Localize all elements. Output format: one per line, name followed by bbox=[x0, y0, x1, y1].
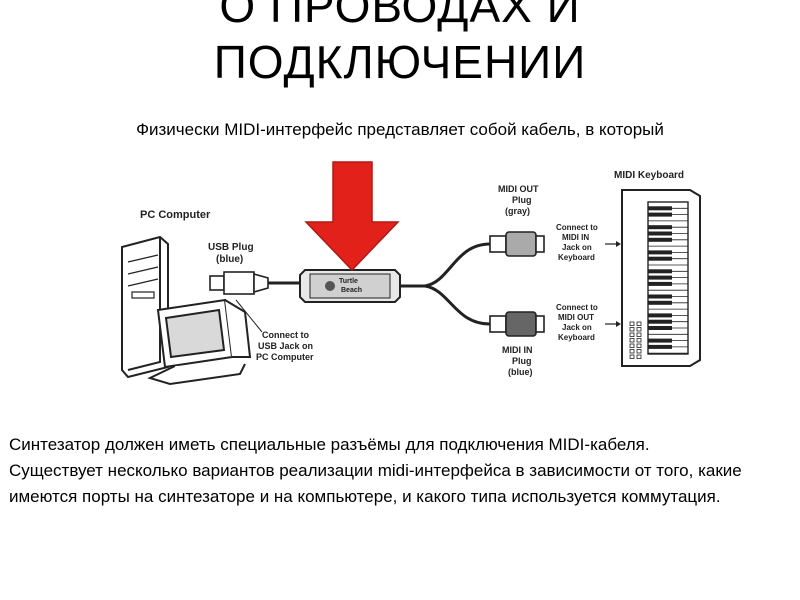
body-text: Синтезатор должен иметь специальные разъ… bbox=[9, 432, 794, 510]
pc-computer-label: PC Computer bbox=[140, 209, 211, 221]
black-key bbox=[648, 237, 672, 242]
usb-connect-label-1: Connect to bbox=[262, 330, 309, 340]
midi-keyboard-label: MIDI Keyboard bbox=[614, 170, 684, 181]
black-key bbox=[648, 275, 672, 280]
black-key bbox=[648, 212, 672, 217]
usb-connect-label-3: PC Computer bbox=[256, 352, 314, 362]
midi-in-plug-label-1: MIDI IN bbox=[502, 345, 533, 355]
keyboard-panel-button bbox=[629, 327, 635, 332]
keyboard-panel-button bbox=[636, 354, 642, 359]
black-key bbox=[648, 250, 672, 255]
usb-plug-label: USB Plug bbox=[208, 242, 254, 253]
midi-interface-box bbox=[299, 269, 401, 303]
midi-out-pointer-head-icon bbox=[616, 321, 621, 327]
keyboard-panel-button bbox=[636, 349, 642, 354]
midi-in-plug-label-3: (blue) bbox=[508, 367, 533, 377]
interface-brand-line-1: Turtle bbox=[339, 278, 358, 285]
black-key bbox=[648, 281, 672, 286]
black-key bbox=[648, 256, 672, 261]
black-key bbox=[648, 344, 672, 349]
connect-midi-in-label-2: MIDI IN bbox=[562, 233, 589, 242]
pc-tower-icon bbox=[121, 235, 169, 379]
slide-title-line-2: ПОДКЛЮЧЕНИИ bbox=[213, 36, 587, 88]
keyboard-panel-button bbox=[629, 354, 635, 359]
black-key bbox=[648, 231, 672, 236]
midi-out-plug-icon bbox=[489, 231, 545, 257]
connect-midi-in-label-4: Keyboard bbox=[558, 253, 595, 262]
keyboard-panel-button bbox=[629, 332, 635, 337]
connect-midi-in-label-3: Jack on bbox=[562, 243, 592, 252]
connect-midi-out-label-2: MIDI OUT bbox=[558, 313, 594, 322]
keyboard-panel-button bbox=[629, 338, 635, 343]
midi-out-plug-label-3: (gray) bbox=[505, 206, 530, 216]
midi-in-cable bbox=[424, 284, 491, 326]
usb-plug-icon bbox=[209, 271, 269, 295]
midi-in-pointer-head-icon bbox=[616, 241, 621, 247]
connect-midi-out-label-1: Connect to bbox=[556, 303, 598, 312]
keyboard-panel-button bbox=[636, 338, 642, 343]
usb-pointer-line bbox=[235, 299, 263, 333]
black-key bbox=[648, 319, 672, 324]
body-paragraph-2: Существует несколько вариантов реализаци… bbox=[9, 461, 742, 506]
midi-in-plug-label-2: Plug bbox=[512, 356, 532, 366]
connect-midi-out-label-4: Keyboard bbox=[558, 333, 595, 342]
black-key bbox=[648, 338, 672, 343]
black-key bbox=[648, 300, 672, 305]
keyboard-panel-button bbox=[636, 321, 642, 326]
black-key bbox=[648, 225, 672, 230]
keyboard-panel-button bbox=[636, 327, 642, 332]
black-key bbox=[648, 206, 672, 211]
black-key bbox=[648, 313, 672, 318]
interface-brand-line-2: Beach bbox=[341, 287, 362, 294]
slide-title-line-1: О ПРОВОДАХ И bbox=[219, 0, 581, 32]
connect-midi-in-label-1: Connect to bbox=[556, 223, 598, 232]
pc-monitor-icon bbox=[147, 298, 252, 386]
keyboard-panel-button bbox=[629, 349, 635, 354]
black-key bbox=[648, 326, 672, 330]
midi-out-cable bbox=[424, 242, 491, 288]
midi-out-plug-label-1: MIDI OUT bbox=[498, 184, 539, 194]
midi-in-plug-icon bbox=[489, 311, 545, 337]
midi-keyboard-icon bbox=[621, 189, 701, 367]
keyboard-panel-button bbox=[629, 343, 635, 348]
lead-text-line-1: Физически MIDI-интерфейс представляет со… bbox=[136, 120, 664, 139]
connect-midi-out-label-3: Jack on bbox=[562, 323, 592, 332]
black-key bbox=[648, 269, 672, 274]
usb-connect-label-2: USB Jack on bbox=[258, 341, 313, 351]
body-paragraph-1: Синтезатор должен иметь специальные разъ… bbox=[9, 435, 650, 454]
red-down-arrow-icon bbox=[304, 161, 400, 272]
keyboard-panel-button bbox=[636, 343, 642, 348]
usb-plug-color-label: (blue) bbox=[216, 254, 243, 265]
keyboard-panel-button bbox=[636, 332, 642, 337]
keyboard-panel-button bbox=[629, 321, 635, 326]
black-key bbox=[648, 294, 672, 299]
midi-out-plug-label-2: Plug bbox=[512, 195, 532, 205]
midi-connection-diagram: PC Computer USB Plug (blue) Connect to U… bbox=[0, 152, 800, 400]
